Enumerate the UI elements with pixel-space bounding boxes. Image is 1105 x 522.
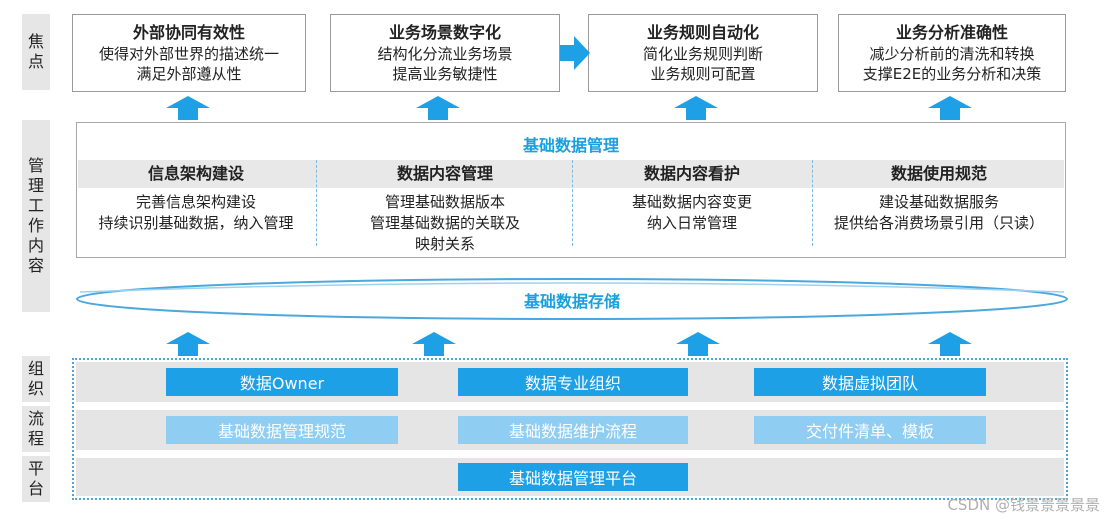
column-description: 建设基础数据服务 提供给各消费场景引用（只读）: [814, 192, 1064, 234]
column-divider: [572, 160, 573, 246]
column-description: 完善信息架构建设 持续识别基础数据，纳入管理: [78, 192, 314, 234]
side-char: 台: [27, 479, 44, 498]
storage-label: 基础数据存储: [523, 292, 620, 311]
side-char: 组: [27, 359, 44, 378]
column-divider: [316, 160, 317, 246]
up-arrow-icon: [674, 96, 718, 120]
column-line: 建设基础数据服务: [878, 193, 999, 211]
focus-line: 简化业务规则判断: [642, 45, 763, 63]
focus-line: 业务规则可配置: [650, 65, 756, 83]
side-label-process: 流 程: [22, 406, 50, 452]
side-char: 程: [27, 429, 44, 448]
side-char: 焦: [27, 32, 44, 51]
focus-line: 满足外部遵从性: [136, 65, 242, 83]
side-label-org: 组 织: [22, 356, 50, 402]
column-header-care: 数据内容看护: [643, 164, 740, 183]
up-arrow-icon: [166, 332, 210, 356]
up-arrow-icon: [416, 96, 460, 120]
column-line: 基础数据内容变更: [631, 193, 752, 211]
column-header-architecture: 信息架构建设: [147, 164, 244, 183]
column-line: 管理基础数据的关联及: [369, 214, 520, 232]
org-item-virtual-team: 数据虚拟团队: [754, 368, 986, 396]
org-item-professional: 数据专业组织: [458, 368, 688, 396]
side-char: 理: [27, 176, 44, 195]
side-label-platform: 平 台: [22, 456, 50, 502]
focus-box-external: 外部协同有效性 使得对外部世界的描述统一 满足外部遵从性: [72, 14, 306, 92]
process-item-spec: 基础数据管理规范: [166, 416, 398, 444]
column-divider: [812, 160, 813, 246]
side-char: 流: [27, 409, 44, 428]
focus-title: 业务场景数字化: [388, 23, 501, 42]
management-title: 基础数据管理: [522, 136, 619, 155]
focus-box-scenario: 业务场景数字化 结构化分流业务场景 提高业务敏捷性: [330, 14, 560, 92]
management-header-band: [78, 160, 1064, 188]
up-arrow-icon: [166, 96, 210, 120]
up-arrow-icon: [928, 332, 972, 356]
focus-line: 使得对外部世界的描述统一: [98, 45, 279, 63]
column-line: 纳入日常管理: [646, 214, 737, 232]
side-char: 平: [27, 459, 44, 478]
side-char: 内: [27, 236, 44, 255]
focus-title: 业务规则自动化: [646, 23, 759, 42]
up-arrow-icon: [412, 332, 456, 356]
org-item-owner: 数据Owner: [166, 368, 398, 396]
process-item-templates: 交付件清单、模板: [754, 416, 986, 444]
focus-box-analysis: 业务分析准确性 减少分析前的清洗和转换 支撑E2E的业务分析和决策: [838, 14, 1066, 92]
right-arrow-icon: [560, 36, 590, 70]
focus-box-rules: 业务规则自动化 简化业务规则判断 业务规则可配置: [588, 14, 818, 92]
focus-line: 支撑E2E的业务分析和决策: [862, 65, 1042, 83]
side-char: 管: [27, 156, 44, 175]
column-line: 持续识别基础数据，纳入管理: [98, 214, 294, 232]
foundation-frame: [72, 358, 1068, 500]
side-char: 工: [27, 196, 44, 215]
side-char: 织: [27, 379, 44, 398]
management-panel: [76, 122, 1066, 258]
column-line: 提供给各消费场景引用（只读）: [833, 214, 1044, 232]
column-line: 映射关系: [414, 235, 475, 253]
column-header-usage: 数据使用规范: [890, 164, 987, 183]
process-item-flow: 基础数据维护流程: [458, 416, 688, 444]
storage-cylinder: [76, 278, 1068, 320]
focus-line: 提高业务敏捷性: [392, 65, 498, 83]
platform-item: 基础数据管理平台: [458, 463, 688, 491]
column-header-content: 数据内容管理: [396, 164, 493, 183]
column-line: 管理基础数据版本: [384, 193, 505, 211]
side-char: 容: [27, 256, 44, 275]
focus-title: 业务分析准确性: [895, 23, 1008, 42]
focus-line: 结构化分流业务场景: [377, 45, 513, 63]
column-line: 完善信息架构建设: [135, 193, 256, 211]
column-description: 管理基础数据版本 管理基础数据的关联及 映射关系: [318, 192, 572, 255]
side-char: 作: [27, 216, 44, 235]
side-label-focus: 焦 点: [22, 14, 50, 90]
column-description: 基础数据内容变更 纳入日常管理: [574, 192, 810, 234]
focus-line: 减少分析前的清洗和转换: [869, 45, 1035, 63]
side-label-work: 管 理 工 作 内 容: [22, 120, 50, 312]
up-arrow-icon: [928, 96, 972, 120]
watermark: CSDN @钱景景景景景: [947, 496, 1100, 514]
up-arrow-icon: [676, 332, 720, 356]
focus-title: 外部协同有效性: [132, 23, 245, 42]
side-char: 点: [27, 52, 44, 71]
